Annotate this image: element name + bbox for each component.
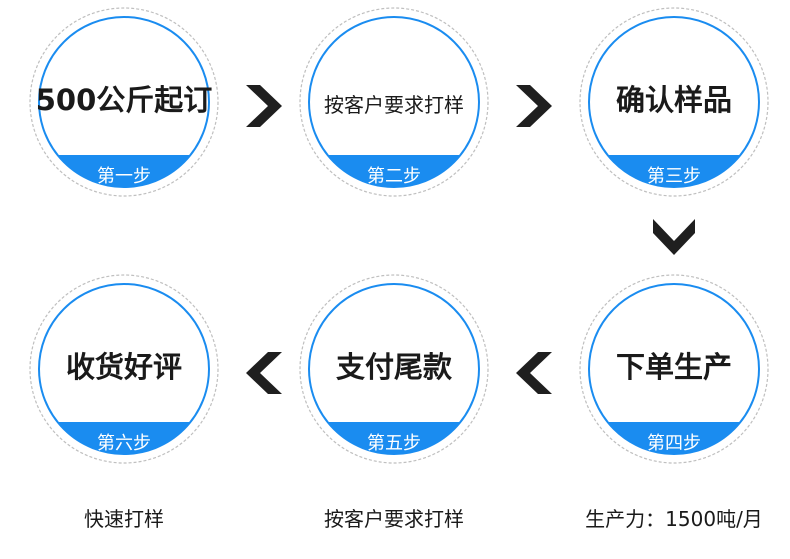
- step-label: 第三步: [647, 166, 701, 187]
- chevron-down-icon: [653, 219, 695, 255]
- step-label: 第六步: [97, 433, 151, 454]
- note-custom-sampling: 按客户要求打样: [324, 507, 464, 531]
- step-5-circle: 支付尾款 第五步: [297, 272, 491, 466]
- step-circle-graphic: [29, 7, 219, 197]
- step-1-circle: 500公斤起订 第一步: [27, 5, 221, 199]
- step-circle-graphic: [299, 7, 489, 197]
- step-title: 下单生产: [615, 350, 732, 384]
- step-label: 第五步: [367, 433, 421, 454]
- step-6-circle: 收货好评 第六步: [27, 272, 221, 466]
- step-title: 500公斤起订: [35, 83, 213, 117]
- note-fast-sampling: 快速打样: [84, 507, 164, 531]
- step-title: 按客户要求打样: [324, 93, 464, 117]
- step-label: 第二步: [367, 166, 421, 187]
- step-circle-graphic: [579, 7, 769, 197]
- step-4-circle: 下单生产 第四步: [577, 272, 771, 466]
- step-title: 支付尾款: [335, 350, 452, 384]
- step-2-circle: 按客户要求打样 第二步: [297, 5, 491, 199]
- step-label: 第一步: [97, 166, 151, 187]
- chevron-left-icon: [516, 352, 552, 394]
- step-title: 收货好评: [65, 350, 182, 384]
- step-title: 确认样品: [615, 83, 732, 117]
- note-capacity: 生产力：1500吨/月: [585, 507, 763, 531]
- step-circle-graphic: [579, 274, 769, 464]
- step-circle-graphic: [299, 274, 489, 464]
- step-3-circle: 确认样品 第三步: [577, 5, 771, 199]
- chevron-right-icon: [516, 85, 552, 127]
- step-label: 第四步: [647, 433, 701, 454]
- step-circle-graphic: [29, 274, 219, 464]
- chevron-left-icon: [246, 352, 282, 394]
- chevron-right-icon: [246, 85, 282, 127]
